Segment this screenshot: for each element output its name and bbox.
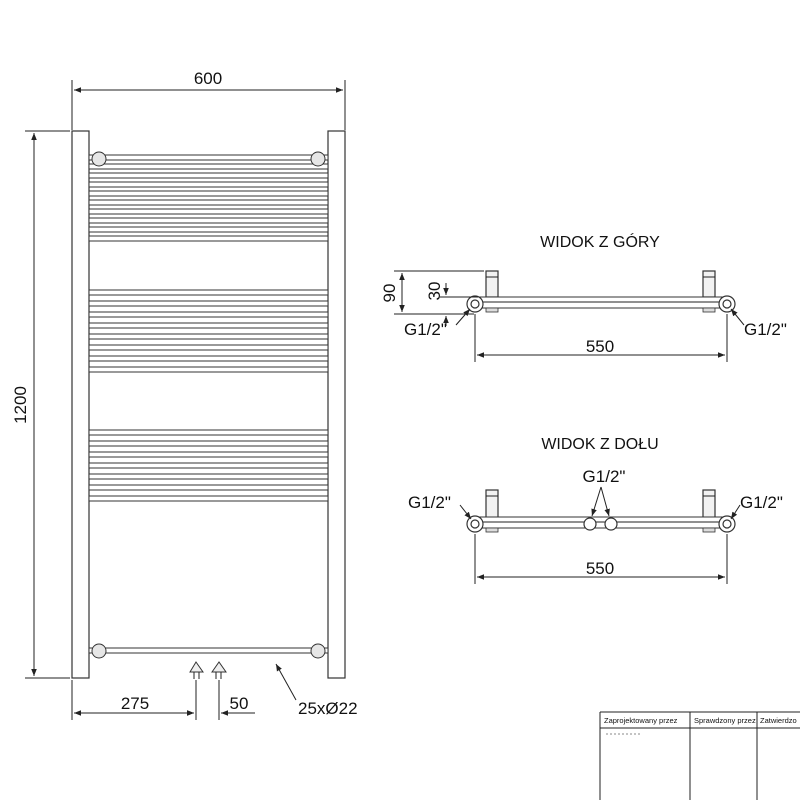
tube-16 [88, 344, 329, 351]
tube-12 [88, 300, 329, 307]
tube-10 [88, 235, 329, 242]
tube-5 [88, 190, 329, 197]
bottom-connection-right-leader [730, 504, 741, 520]
top-span-label: 550 [586, 337, 614, 356]
bottom-view-connection-right-icon [718, 515, 736, 533]
top-connection-left-label: G1/2" [404, 320, 447, 339]
bottom-view-post-right [702, 489, 716, 519]
bottom-view-connection-left-icon [466, 515, 484, 533]
top-view-post-right [702, 270, 716, 298]
tube-3 [88, 172, 329, 179]
bottom-left-plug-icon [91, 643, 107, 659]
left-side-bar [71, 130, 90, 679]
top-view-connection-right-icon [718, 295, 736, 313]
tube-11 [88, 289, 329, 296]
approved-by-label: Zatwierdzo [760, 716, 797, 725]
bottom-view-inlet-right-icon [604, 517, 618, 531]
top-view: WIDOK Z GÓRY 90 30 G1/2" G [380, 232, 787, 362]
tube-9 [88, 226, 329, 233]
bottom-view-post-left [485, 489, 499, 519]
bottom-view-title: WIDOK Z DOŁU [541, 436, 658, 453]
horizontal-tubes [88, 154, 329, 654]
bottom-span-label: 550 [586, 559, 614, 578]
front-view: 600 1200 275 50 25xØ22 [11, 69, 358, 720]
tubes-label: 25xØ22 [298, 699, 358, 718]
tube-7 [88, 208, 329, 215]
tube-24 [88, 484, 329, 491]
tube-1 [88, 154, 329, 161]
bottom-inlet-valve-right [211, 661, 227, 679]
bottom-view: WIDOK Z DOŁU G1/2" G1/2" [408, 436, 783, 584]
offset-label: 275 [121, 694, 149, 713]
tube-6 [88, 199, 329, 206]
top-connection-right-leader [730, 308, 745, 326]
bottom-connection-left-leader [459, 504, 472, 520]
top-view-connection-left-icon [466, 295, 484, 313]
bottom-connection-right-label: G1/2" [740, 493, 783, 512]
tube-13 [88, 311, 329, 318]
checked-by-label: Sprawdzony przez [694, 716, 756, 725]
inlet-spacing-label: 50 [230, 694, 249, 713]
tube-20 [88, 440, 329, 447]
tube-21 [88, 451, 329, 458]
width-label: 600 [194, 69, 222, 88]
tube-8 [88, 217, 329, 224]
tube-2 [88, 163, 329, 170]
tube-23 [88, 473, 329, 480]
bottom-inlet-leader-right [600, 486, 610, 517]
tube-19 [88, 429, 329, 436]
depth-label: 90 [380, 284, 399, 303]
bottom-view-inlet-left-icon [583, 517, 597, 531]
bottom-right-plug-icon [310, 643, 326, 659]
bottom-inlet-valve-left [189, 661, 204, 679]
right-side-bar [327, 130, 346, 679]
tube-18 [88, 366, 329, 373]
tubes-leader-line [275, 663, 297, 701]
tube-17 [88, 355, 329, 362]
height-label: 1200 [11, 386, 30, 424]
top-connection-left-leader [455, 308, 471, 326]
tube-4 [88, 181, 329, 188]
tube-14 [88, 322, 329, 329]
top-right-vent-icon [310, 151, 326, 167]
top-connection-right-label: G1/2" [744, 320, 787, 339]
bottom-connection-center-label: G1/2" [583, 467, 626, 486]
tube-15 [88, 333, 329, 340]
bottom-connection-left-label: G1/2" [408, 493, 451, 512]
offset-label-top-view: 30 [425, 282, 444, 301]
title-block: Zaprojektowany przez Sprawdzony przez Za… [599, 711, 800, 800]
top-view-post-left [485, 270, 499, 298]
designed-by-label: Zaprojektowany przez [604, 716, 678, 725]
top-view-title: WIDOK Z GÓRY [540, 232, 660, 251]
tube-25 [88, 495, 329, 502]
tube-26 [88, 647, 329, 654]
tube-22 [88, 462, 329, 469]
bottom-inlet-leader-left [591, 486, 602, 517]
top-left-vent-icon [91, 151, 107, 167]
